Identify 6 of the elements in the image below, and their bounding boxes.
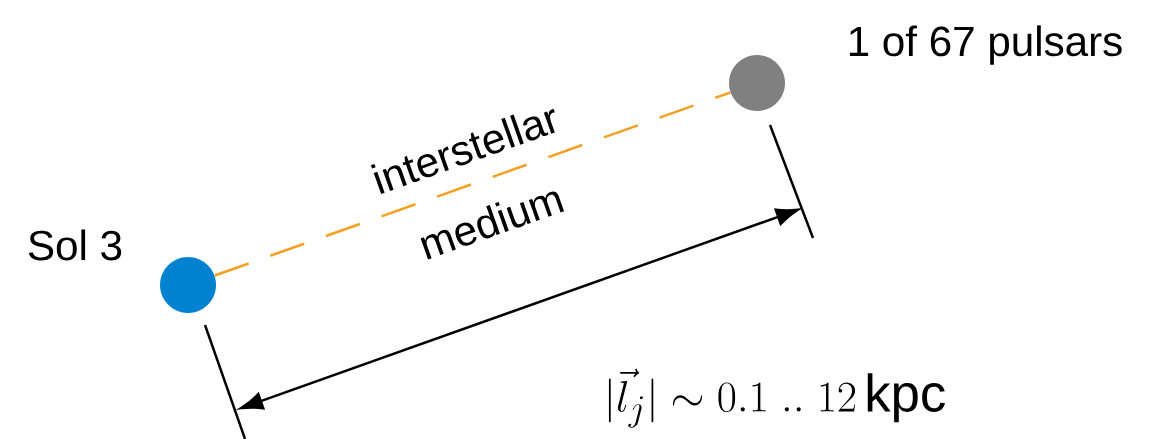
circle-marker [160, 257, 216, 313]
connector-line [214, 91, 731, 277]
distance-formula: $|\vec{l}_j| \sim 0.1\;..\;12\,\mathrm{kpc}$ [608, 368, 945, 428]
node-caption: 1 of 67 pulsars [849, 25, 1122, 65]
circle-marker [729, 55, 785, 111]
node-caption: Sol 3 [28, 229, 122, 261]
